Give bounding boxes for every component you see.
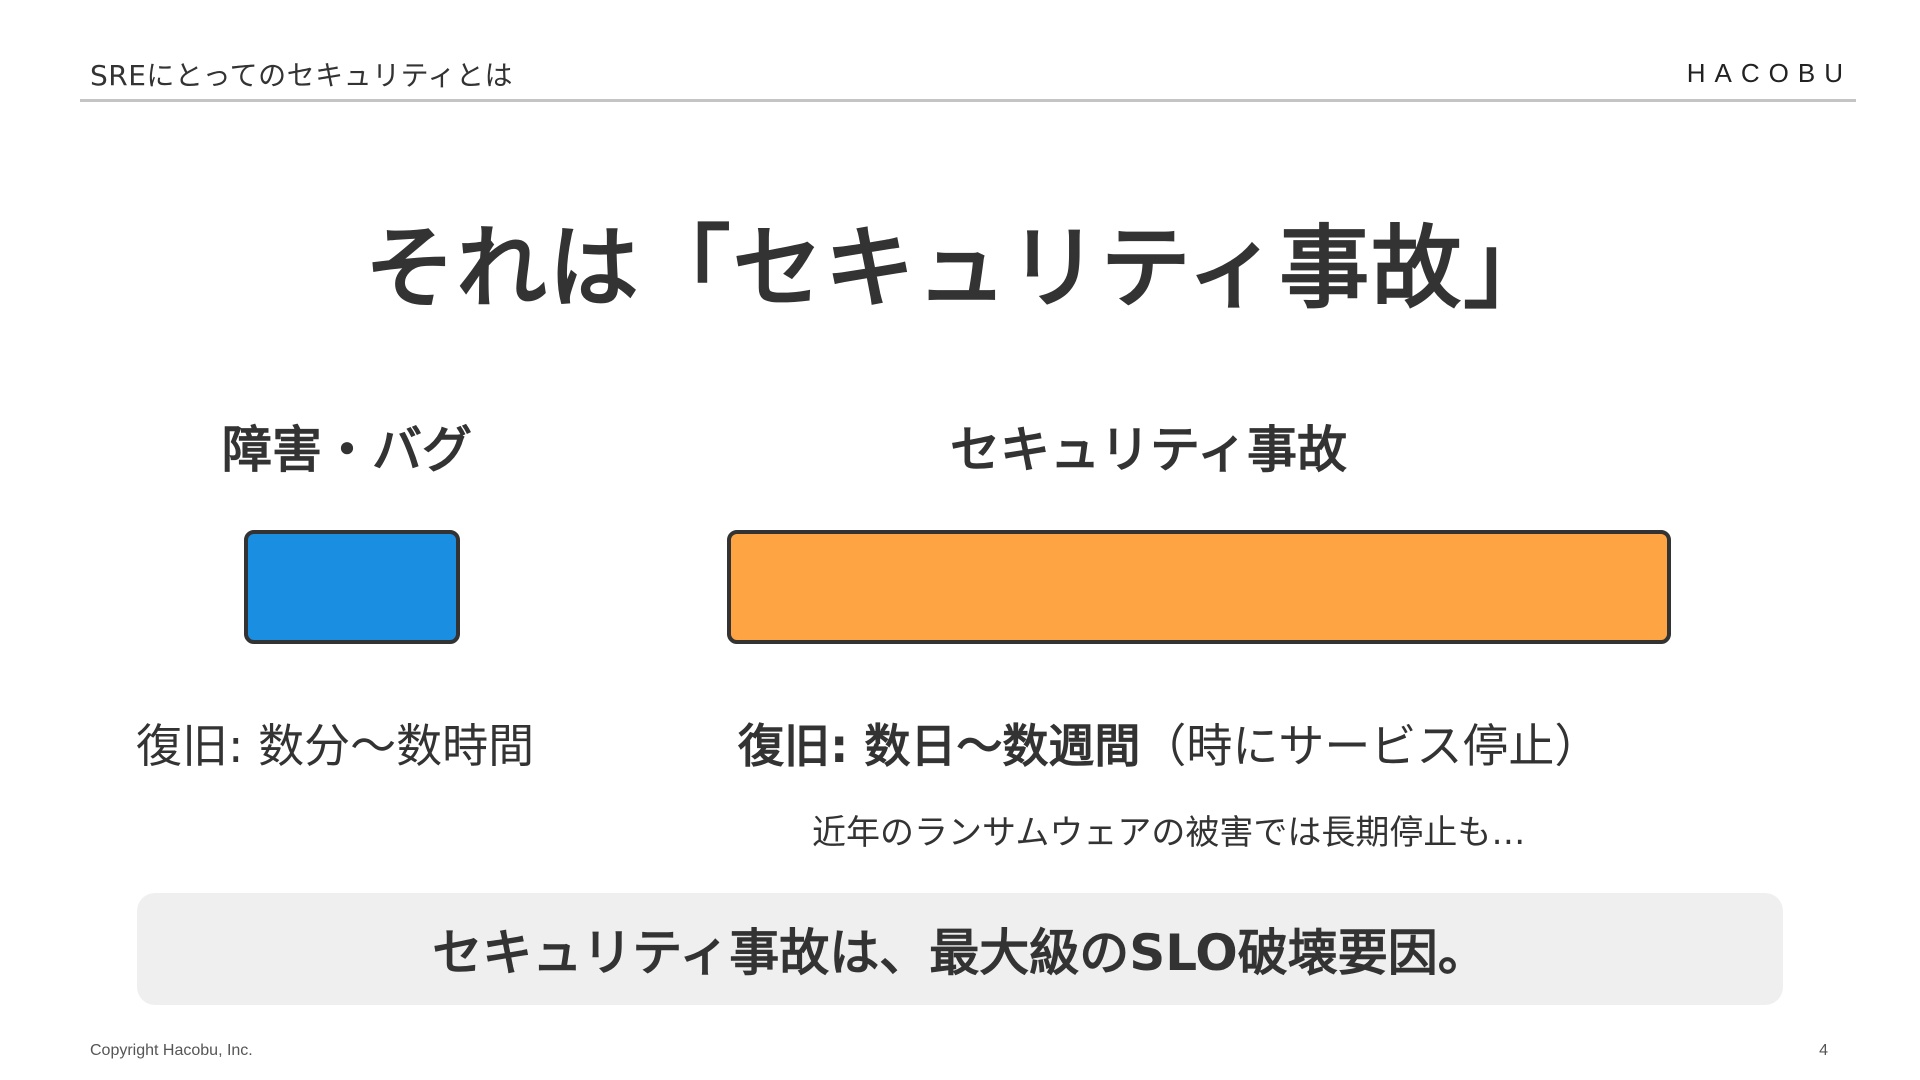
- conclusion-banner: セキュリティ事故は、最大級のSLO破壊要因。: [137, 893, 1783, 1005]
- page-number: 4: [1819, 1042, 1828, 1059]
- header-divider: [80, 99, 1856, 102]
- incident-recovery-time: 復旧: 数日～数週間（時にサービス停止）: [738, 710, 1600, 776]
- header-title: SREにとってのセキュリティとは: [90, 59, 514, 92]
- conclusion-text: セキュリティ事故は、最大級のSLO破壊要因。: [432, 924, 1488, 982]
- bug-label: 障害・バグ: [222, 421, 472, 479]
- security-incident-label: セキュリティ事故: [950, 421, 1347, 479]
- incident-recovery-note: （時にサービス停止）: [1140, 719, 1601, 773]
- incident-recovery-bold: 復旧: 数日～数週間: [738, 719, 1141, 773]
- incident-duration-bar: [727, 530, 1671, 644]
- bug-duration-bar: [244, 530, 460, 644]
- hacobu-logo: HACOBU: [1686, 58, 1852, 88]
- main-heading: それは「セキュリティ事故」: [364, 216, 1556, 321]
- ransomware-note: 近年のランサムウェアの被害では長期停止も…: [812, 813, 1526, 853]
- footer-copyright: Copyright Hacobu, Inc.: [90, 1042, 253, 1059]
- bug-recovery-time: 復旧: 数分～数時間: [136, 719, 535, 773]
